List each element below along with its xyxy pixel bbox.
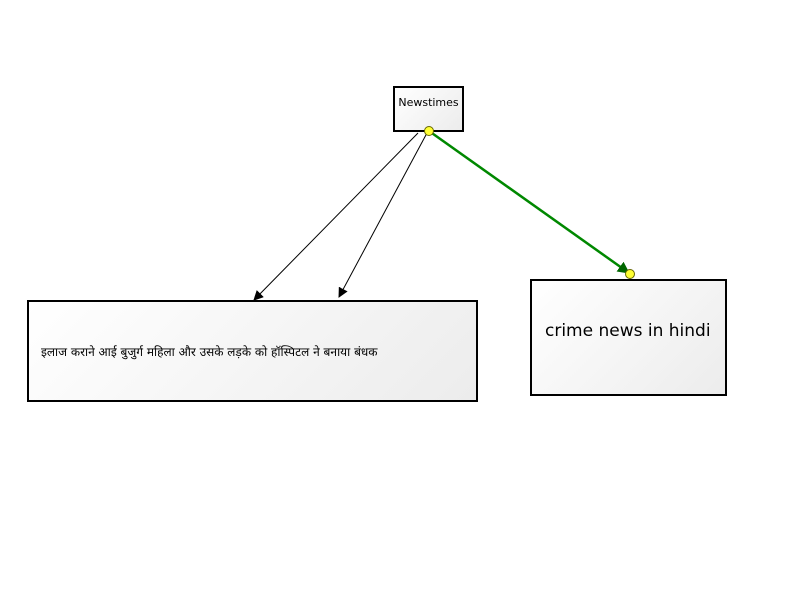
node-newstimes-label: Newstimes [398,96,459,109]
edge-newstimes-to-topic[interactable] [428,129,630,275]
node-crime-news[interactable]: crime news in hindi [530,279,727,396]
edge-newstimes-to-headline-1[interactable] [253,132,419,301]
edge-newstimes-to-headline-2[interactable] [338,132,428,298]
node-headline-label: इलाज कराने आई बुजुर्ग महिला और उसके लड़क… [41,344,378,359]
node-newstimes[interactable]: Newstimes [393,86,464,132]
node-headline[interactable]: इलाज कराने आई बुजुर्ग महिला और उसके लड़क… [27,300,478,402]
node-crime-news-label: crime news in hindi [545,321,711,341]
